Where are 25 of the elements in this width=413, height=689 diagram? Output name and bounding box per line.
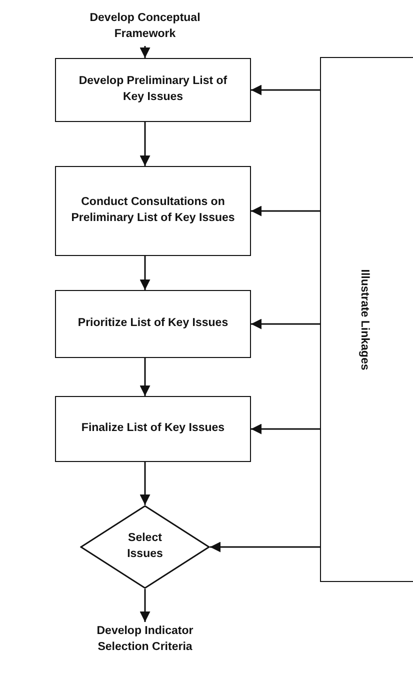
process-box <box>55 396 251 462</box>
arrow <box>140 589 150 622</box>
arrow <box>210 542 320 552</box>
step-text: Illustrate Linkages <box>356 269 371 370</box>
step-text: Conduct Consultations on Preliminary List of Key Issues <box>70 195 236 226</box>
step-text: Select Issues <box>126 531 164 562</box>
process-box <box>55 58 251 122</box>
arrow <box>140 358 150 396</box>
step-text: Prioritize List of Key Issues <box>78 316 228 332</box>
step-label: Develop Indicator Selection Criteria <box>96 624 194 655</box>
arrow <box>140 122 150 166</box>
arrow <box>140 256 150 290</box>
arrow <box>251 424 320 434</box>
step-label: Develop Conceptual Framework <box>88 11 202 42</box>
arrow <box>251 206 320 216</box>
arrow <box>140 46 150 58</box>
process-box <box>55 166 251 256</box>
step-text: Finalize List of Key Issues <box>81 421 225 436</box>
process-box <box>320 57 413 582</box>
arrow <box>251 318 320 330</box>
decision-diamond <box>80 505 210 589</box>
process-box <box>55 290 251 358</box>
arrow <box>140 462 150 505</box>
step-text: Develop Preliminary List of Key Issues <box>78 74 228 105</box>
arrow <box>251 84 320 96</box>
